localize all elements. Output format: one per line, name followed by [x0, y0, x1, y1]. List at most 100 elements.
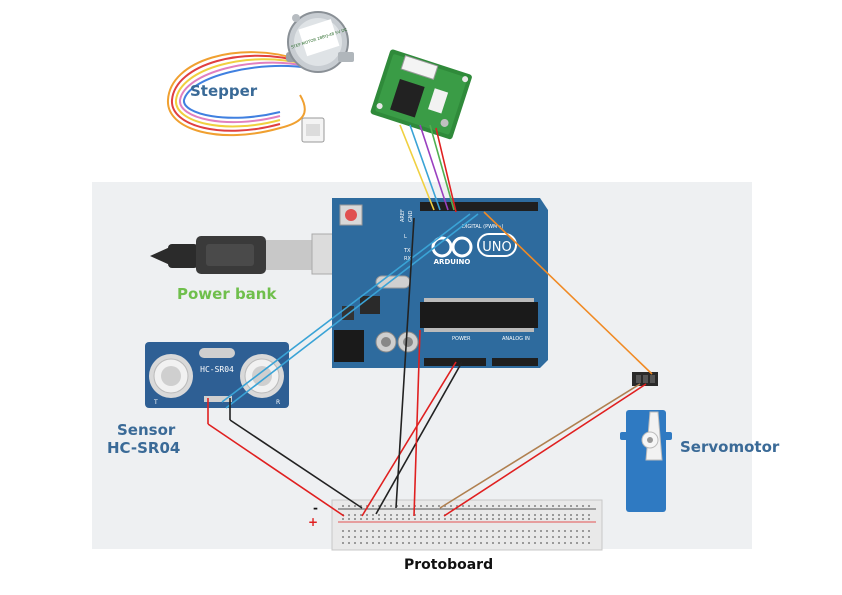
protoboard-hole — [540, 530, 542, 532]
protoboard-hole — [426, 536, 428, 538]
protoboard-hole — [552, 536, 554, 538]
protoboard-hole — [480, 514, 482, 516]
protoboard-hole — [438, 518, 440, 520]
protoboard-hole — [570, 530, 572, 532]
protoboard-hole — [408, 530, 410, 532]
protoboard-hole — [588, 518, 590, 520]
protoboard-hole — [474, 514, 476, 516]
protoboard-hole — [396, 530, 398, 532]
wire-sensor-trig — [221, 213, 471, 403]
protoboard-hole — [534, 514, 536, 516]
stepper-motor: STEP MOTOR 28BYJ-48 5V DC — [166, 11, 354, 143]
protoboard-hole — [414, 536, 416, 538]
digital-header — [420, 202, 538, 211]
protoboard-hole — [492, 542, 494, 544]
protoboard-hole — [510, 536, 512, 538]
svg-text:ANALOG IN: ANALOG IN — [502, 336, 530, 342]
protoboard-hole — [558, 536, 560, 538]
protoboard-hole — [384, 542, 386, 544]
protoboard-hole — [534, 530, 536, 532]
protoboard-hole — [366, 542, 368, 544]
protoboard-hole — [390, 542, 392, 544]
protoboard-hole — [438, 542, 440, 544]
protoboard-hole — [450, 530, 452, 532]
svg-text:GND: GND — [408, 210, 414, 222]
protoboard-hole — [486, 518, 488, 520]
protoboard-hole — [588, 530, 590, 532]
protoboard-hole — [414, 530, 416, 532]
protoboard-hole — [552, 514, 554, 516]
protoboard-hole — [420, 536, 422, 538]
protoboard-hole — [348, 505, 350, 507]
protoboard-hole — [480, 542, 482, 544]
protoboard: - + — [308, 499, 603, 551]
svg-text:POWER: POWER — [452, 336, 471, 342]
protoboard-hole — [348, 530, 350, 532]
protoboard-hole — [492, 514, 494, 516]
protoboard-hole — [342, 542, 344, 544]
protoboard-hole — [396, 536, 398, 538]
protoboard-hole — [564, 542, 566, 544]
protoboard-hole — [480, 505, 482, 507]
protoboard-hole — [438, 505, 440, 507]
protoboard-hole — [342, 505, 344, 507]
protoboard-hole — [378, 514, 380, 516]
protoboard-hole — [474, 536, 476, 538]
protoboard-hole — [498, 518, 500, 520]
protoboard-hole — [498, 530, 500, 532]
protoboard-hole — [450, 536, 452, 538]
protoboard-hole — [348, 536, 350, 538]
protoboard-hole — [396, 514, 398, 516]
protoboard-hole — [468, 530, 470, 532]
protoboard-hole — [492, 530, 494, 532]
protoboard-hole — [528, 530, 530, 532]
protoboard-hole — [534, 536, 536, 538]
protoboard-hole — [528, 514, 530, 516]
protoboard-hole — [450, 518, 452, 520]
protoboard-hole — [408, 514, 410, 516]
protoboard-hole — [582, 518, 584, 520]
protoboard-hole — [540, 518, 542, 520]
protoboard-hole — [342, 518, 344, 520]
protoboard-hole — [540, 505, 542, 507]
protoboard-hole — [462, 514, 464, 516]
protoboard-hole — [360, 536, 362, 538]
label-sensor: Sensor — [117, 421, 176, 439]
protoboard-hole — [516, 514, 518, 516]
protoboard-hole — [486, 530, 488, 532]
protoboard-hole — [552, 542, 554, 544]
protoboard-hole — [582, 536, 584, 538]
protoboard-hole — [354, 505, 356, 507]
wire-arduino-5v — [361, 361, 457, 517]
protoboard-hole — [570, 518, 572, 520]
protoboard-hole — [360, 530, 362, 532]
protoboard-hole — [408, 505, 410, 507]
protoboard-hole — [408, 542, 410, 544]
protoboard-hole — [372, 536, 374, 538]
protoboard-hole — [432, 530, 434, 532]
svg-text:R: R — [276, 399, 280, 406]
protoboard-hole — [390, 514, 392, 516]
protoboard-hole — [438, 536, 440, 538]
wire-servo-ground — [439, 383, 641, 509]
protoboard-hole — [414, 518, 416, 520]
protoboard-hole — [558, 514, 560, 516]
protoboard-hole — [486, 542, 488, 544]
protoboard-hole — [522, 542, 524, 544]
protoboard-hole — [408, 518, 410, 520]
protoboard-hole — [444, 536, 446, 538]
protoboard-hole — [390, 518, 392, 520]
protoboard-hole — [504, 505, 506, 507]
protoboard-hole — [384, 530, 386, 532]
protoboard-hole — [444, 542, 446, 544]
label-sensor-model: HC-SR04 — [107, 439, 181, 457]
stepper-sticker — [298, 19, 340, 57]
wire-arduino-red-2 — [413, 329, 421, 517]
protoboard-hole — [384, 518, 386, 520]
rail-plus-label: + — [308, 515, 318, 529]
protoboard-hole — [402, 518, 404, 520]
protoboard-hole — [366, 530, 368, 532]
protoboard-hole — [522, 518, 524, 520]
atmega-chip — [420, 302, 538, 328]
protoboard-hole — [588, 514, 590, 516]
